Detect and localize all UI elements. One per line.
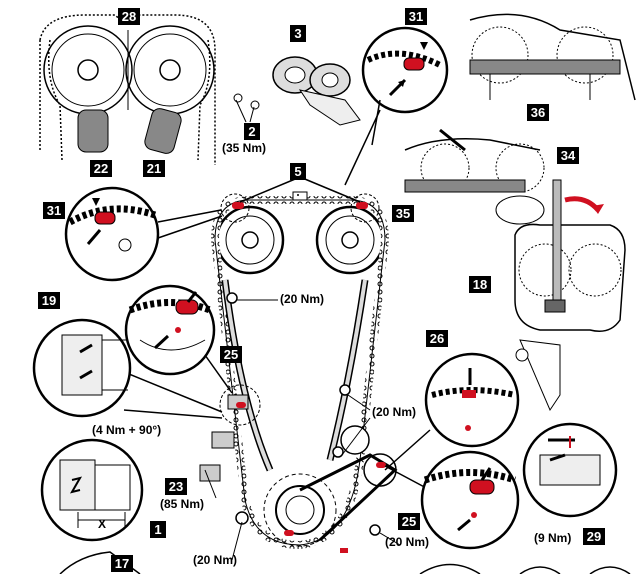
detail-magnifier-1 bbox=[40, 438, 144, 542]
callout-35: 35 bbox=[392, 205, 414, 222]
camshaft-tool-view-mid-right bbox=[404, 128, 545, 225]
bottom-partial-views bbox=[59, 551, 631, 575]
main-timing-drive bbox=[199, 191, 398, 553]
callout-17: 17 bbox=[111, 555, 133, 572]
torque-20nm-bottom-left: (20 Nm) bbox=[193, 553, 238, 567]
detail-magnifier-31-left bbox=[64, 186, 160, 282]
detail-magnifier-19 bbox=[32, 318, 132, 418]
front-cover-view bbox=[514, 179, 626, 412]
callout-22: 22 bbox=[90, 160, 112, 177]
torque-20nm-bottom-right: (20 Nm) bbox=[385, 535, 430, 549]
callout-26: 26 bbox=[426, 330, 448, 347]
callout-2: 2 bbox=[244, 123, 260, 140]
dimension-x-label: X bbox=[98, 517, 107, 531]
callout-5: 5 bbox=[290, 163, 306, 180]
torque-20nm-right: (20 Nm) bbox=[372, 405, 417, 419]
callout-25-lower: 25 bbox=[398, 513, 420, 530]
callout-31-left: 31 bbox=[43, 202, 65, 219]
tensioner-pulley-part bbox=[233, 56, 361, 126]
callout-23: 23 bbox=[165, 478, 187, 495]
torque-4nm-90: (4 Nm + 90°) bbox=[92, 423, 162, 437]
detail-magnifier-top bbox=[344, 26, 449, 186]
torque-85nm: (85 Nm) bbox=[160, 497, 205, 511]
detail-magnifier-25-upper bbox=[124, 284, 216, 376]
leader-lines bbox=[123, 176, 431, 561]
camshaft-locking-view bbox=[39, 14, 216, 165]
callout-34: 34 bbox=[557, 147, 579, 164]
callout-1: 1 bbox=[150, 521, 166, 538]
detail-magnifier-29 bbox=[522, 422, 618, 518]
callout-21: 21 bbox=[143, 160, 165, 177]
detail-magnifier-26 bbox=[424, 352, 520, 448]
torque-9nm: (9 Nm) bbox=[534, 531, 572, 545]
callout-36: 36 bbox=[527, 104, 549, 121]
callout-19: 19 bbox=[38, 292, 60, 309]
callout-29: 29 bbox=[583, 528, 605, 545]
callout-3: 3 bbox=[290, 25, 306, 42]
camshaft-tool-view-top-right bbox=[469, 13, 636, 101]
callout-28: 28 bbox=[118, 8, 140, 25]
callout-18: 18 bbox=[469, 276, 491, 293]
torque-20nm-guide: (20 Nm) bbox=[280, 292, 325, 306]
detail-magnifier-25-lower bbox=[420, 450, 520, 550]
callout-31-top: 31 bbox=[405, 8, 427, 25]
torque-35nm: (35 Nm) bbox=[222, 141, 267, 155]
callout-25-upper: 25 bbox=[220, 346, 242, 363]
